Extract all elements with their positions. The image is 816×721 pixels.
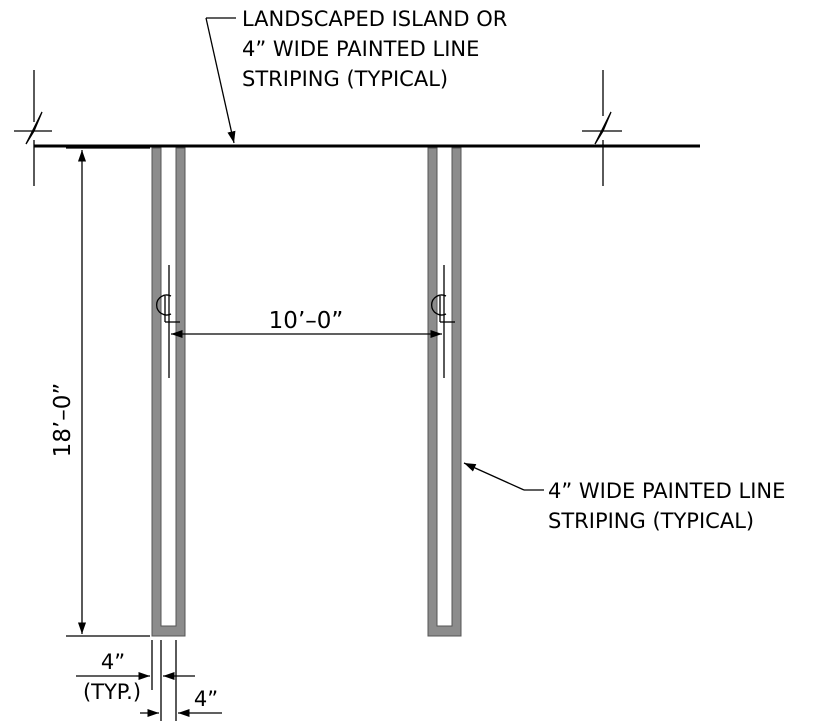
dimension-depth-label: 18’–0”: [50, 383, 76, 458]
callout-top-line-2: 4” WIDE PAINTED LINE: [242, 37, 479, 61]
stripe-left: [151, 147, 186, 637]
callout-right-leader: [463, 462, 544, 491]
break-line-right: [582, 70, 622, 186]
stripe-width-typ-label: (TYP.): [83, 680, 141, 704]
break-line-left: [14, 70, 52, 186]
dimension-depth: [66, 147, 150, 637]
callout-top-line-3: STRIPING (TYPICAL): [242, 67, 448, 91]
callout-right-line-2: STRIPING (TYPICAL): [548, 509, 754, 533]
dimension-spacing-label: 10’–0”: [269, 308, 344, 334]
dimension-stripe-width: [76, 640, 222, 721]
callout-top-line-1: LANDSCAPED ISLAND OR: [242, 7, 507, 31]
centerline-right: [430, 265, 455, 378]
stripe-width-top-label: 4”: [101, 650, 125, 674]
centerline-left: [155, 265, 180, 378]
callout-top-leader: [205, 17, 236, 144]
callout-right-line-1: 4” WIDE PAINTED LINE: [548, 479, 785, 503]
stripe-width-bottom-label: 4”: [194, 687, 218, 711]
stripe-right: [427, 147, 462, 637]
